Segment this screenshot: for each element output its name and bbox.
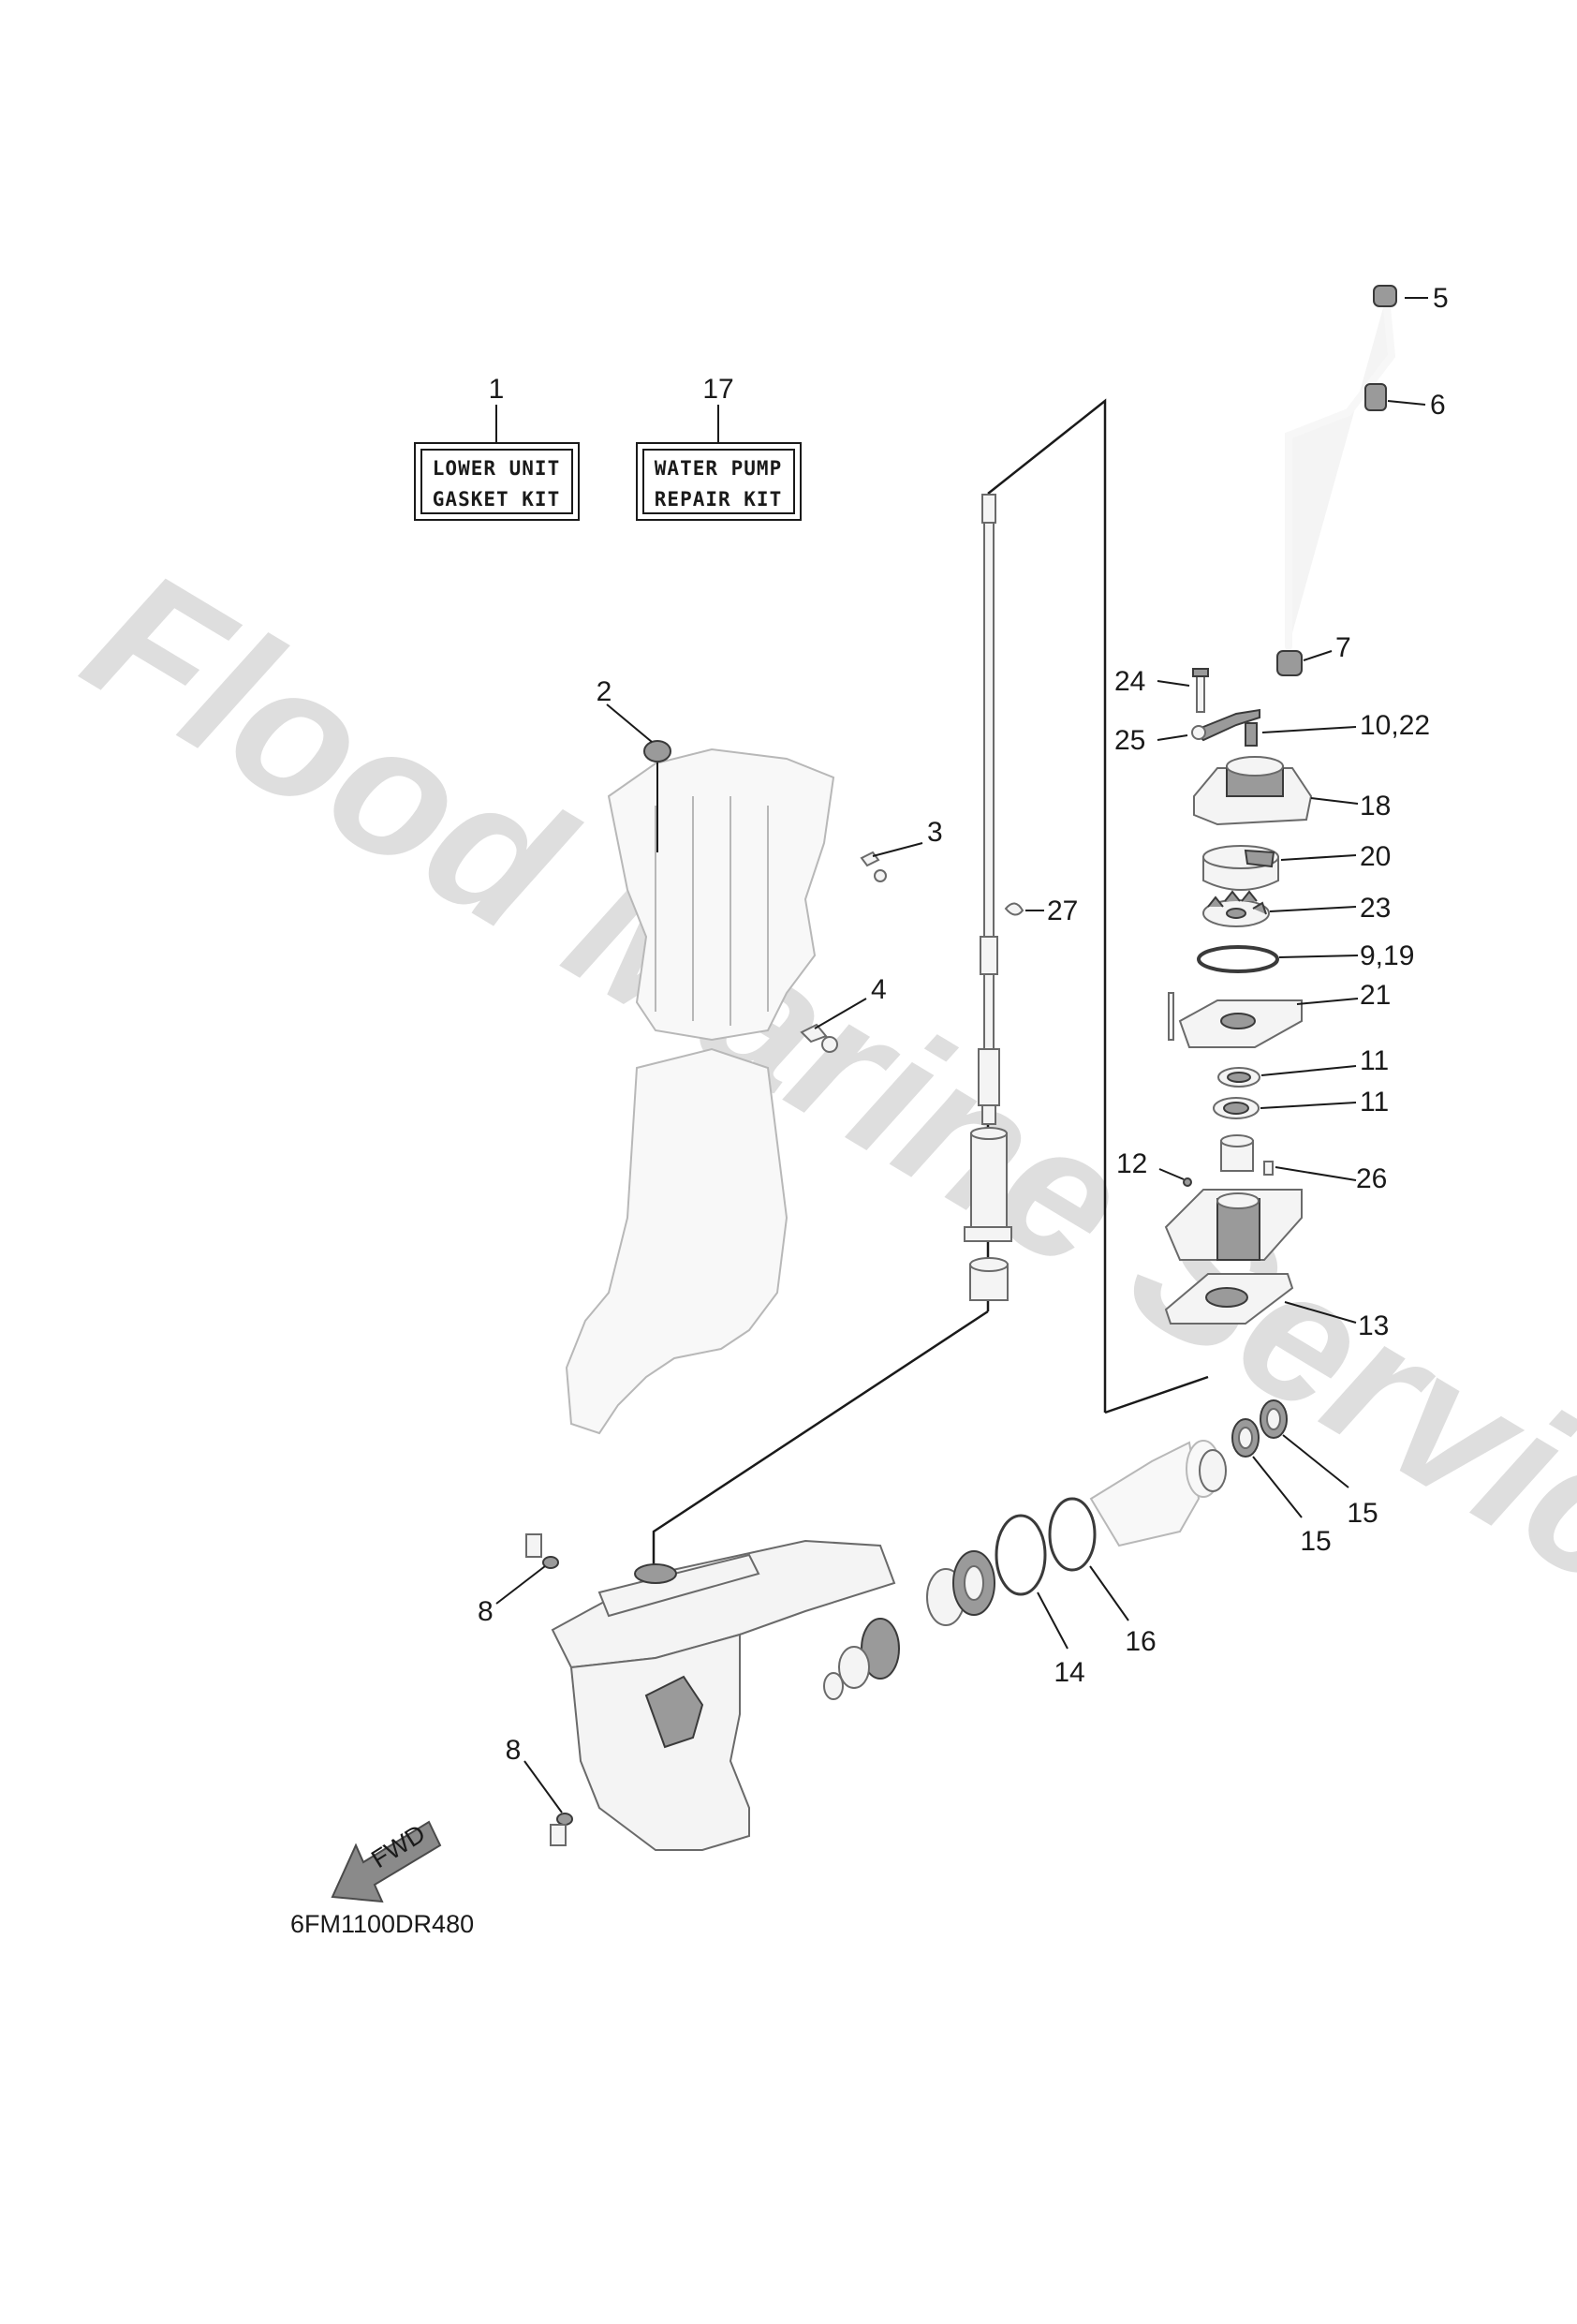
drive-shaft-sleeve[interactable] [964, 1127, 1012, 1242]
kit-line2: REPAIR KIT [655, 488, 782, 511]
callout-17[interactable]: 17 [702, 374, 733, 405]
callout-20[interactable]: 20 [1360, 841, 1391, 872]
forward-gear[interactable] [823, 1618, 900, 1700]
kit-line2: GASKET KIT [433, 488, 560, 511]
callout-11-upper[interactable]: 11 [1360, 1045, 1389, 1076]
grommet-7[interactable] [1276, 650, 1303, 676]
callout-13[interactable]: 13 [1358, 1310, 1389, 1341]
o-ring-16[interactable] [1048, 1497, 1097, 1572]
fwd-arrow-icon: FWD [331, 1819, 442, 1903]
bolt-24[interactable] [1196, 674, 1205, 713]
lower-case [551, 1539, 896, 1851]
shaft-group-frame [987, 398, 1107, 1413]
bearing-race[interactable] [926, 1550, 995, 1626]
callout-3[interactable]: 3 [927, 817, 943, 848]
clip-27[interactable] [1004, 902, 1024, 916]
dowel-10-22[interactable] [1245, 722, 1258, 747]
callout-4[interactable]: 4 [871, 974, 887, 1005]
callout-26[interactable]: 26 [1356, 1163, 1387, 1194]
kit-box-lower-unit-gasket[interactable]: LOWER UNIT GASKET KIT [414, 442, 580, 521]
callout-12[interactable]: 12 [1116, 1148, 1147, 1179]
diagram-code: 6FM1100DR480 [290, 1910, 474, 1938]
kit-box-water-pump-repair[interactable]: WATER PUMP REPAIR KIT [636, 442, 802, 521]
callout-23[interactable]: 23 [1360, 893, 1391, 924]
callout-5[interactable]: 5 [1433, 283, 1449, 314]
plate-25[interactable] [1192, 708, 1260, 742]
upper-casing [607, 748, 835, 1042]
callout-9-19[interactable]: 9,19 [1360, 940, 1414, 971]
callout-18[interactable]: 18 [1360, 791, 1391, 822]
pump-base[interactable] [1164, 1189, 1303, 1261]
drain-bolt-8-upper[interactable] [525, 1533, 559, 1569]
oil-seal-15-a[interactable] [1231, 1418, 1260, 1458]
bearing-housing [1089, 1440, 1221, 1547]
water-tube[interactable] [1285, 294, 1396, 650]
o-ring-9-19[interactable] [1197, 945, 1279, 973]
callout-16[interactable]: 16 [1125, 1626, 1156, 1657]
callout-15-b[interactable]: 15 [1347, 1498, 1378, 1529]
o-ring-14[interactable] [995, 1514, 1047, 1596]
pump-housing-18[interactable] [1193, 756, 1313, 826]
grommet-6[interactable] [1364, 383, 1387, 411]
gasket-13[interactable] [1164, 1273, 1294, 1325]
callout-10-22[interactable]: 10,22 [1360, 710, 1430, 741]
drain-bolt-8-lower[interactable] [550, 1813, 573, 1846]
seal-11-lower[interactable] [1213, 1097, 1260, 1119]
callout-21[interactable]: 21 [1360, 980, 1391, 1011]
kit-line1: LOWER UNIT [433, 457, 560, 480]
callout-14[interactable]: 14 [1054, 1657, 1084, 1688]
lower-extension [565, 1047, 788, 1435]
gasket-21[interactable] [1168, 992, 1303, 1048]
dowel-26[interactable] [1263, 1161, 1274, 1176]
callout-11-lower[interactable]: 11 [1360, 1087, 1389, 1118]
dowel-12[interactable] [1183, 1177, 1192, 1187]
callout-15-a[interactable]: 15 [1300, 1526, 1331, 1557]
insert-cartridge-20[interactable] [1202, 845, 1279, 891]
callout-2[interactable]: 2 [597, 676, 612, 707]
callout-6[interactable]: 6 [1430, 390, 1446, 421]
drive-shaft[interactable] [978, 494, 1000, 1125]
callout-24[interactable]: 24 [1114, 666, 1145, 697]
callout-7[interactable]: 7 [1335, 632, 1351, 663]
callout-1[interactable]: 1 [489, 374, 505, 405]
gasket-4[interactable] [800, 1023, 828, 1044]
callout-8-lower[interactable]: 8 [506, 1735, 522, 1766]
bushing[interactable] [969, 1257, 1009, 1301]
impeller-23[interactable] [1202, 890, 1270, 927]
needle-bearing[interactable] [1199, 1449, 1227, 1492]
seal-11-upper[interactable] [1217, 1067, 1260, 1088]
callout-8-upper[interactable]: 8 [478, 1596, 494, 1627]
oil-seal-15-b[interactable] [1260, 1399, 1288, 1439]
oil-seal-2[interactable] [643, 740, 671, 762]
callout-25[interactable]: 25 [1114, 725, 1145, 756]
callout-27[interactable]: 27 [1047, 896, 1078, 926]
grommet-5[interactable] [1373, 285, 1397, 307]
kit-line1: WATER PUMP [655, 457, 782, 480]
